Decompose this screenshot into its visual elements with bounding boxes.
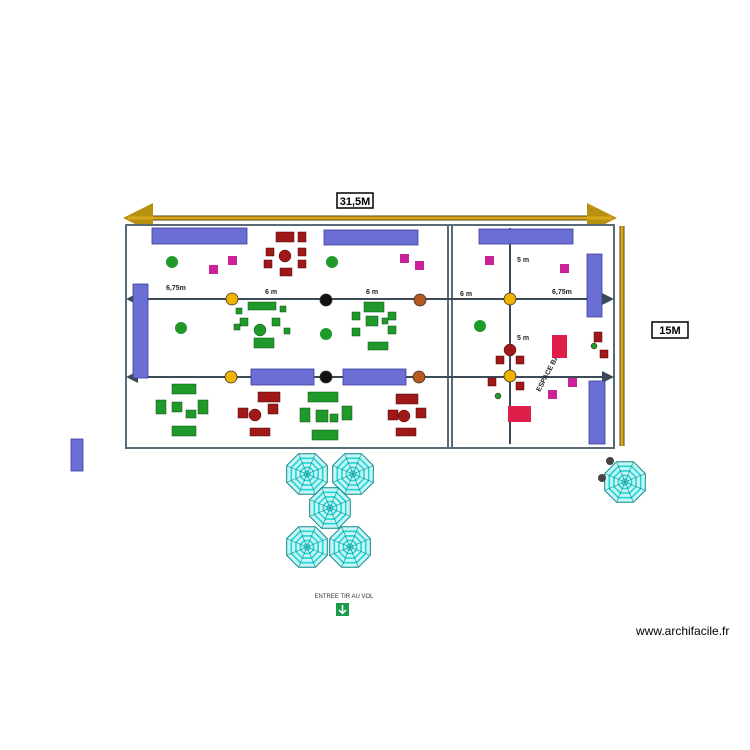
node-yellow: [503, 369, 517, 383]
spacing-left-outer: 6,75m: [166, 285, 186, 292]
node-black: [319, 370, 333, 384]
node-yellow: [224, 370, 238, 384]
magenta-item: [548, 390, 557, 399]
magenta-item: [228, 256, 237, 265]
magenta-item: [415, 261, 424, 270]
spacing-bottom-vertical: 5 m: [517, 335, 529, 342]
round-table: [175, 322, 187, 334]
round-table: [166, 256, 178, 268]
magenta-item: [485, 256, 494, 265]
magenta-item: [209, 265, 218, 274]
panel: [132, 283, 149, 379]
umbrella-icon: [329, 526, 371, 568]
magenta-items: [209, 254, 577, 399]
panel: [151, 227, 248, 245]
umbrella-icon: [604, 461, 646, 503]
node-brown: [412, 370, 426, 384]
green-round-tables: [166, 256, 486, 340]
green-furniture-cluster-2: [351, 301, 397, 351]
entrance: ENTREE TIR AU VOL: [315, 594, 375, 616]
spacing-right-outer: 6,75m: [552, 289, 572, 296]
umbrella-icon: [332, 453, 374, 495]
dimension-total-height: 15M: [619, 226, 689, 446]
green-furniture-cluster-1: [233, 301, 291, 349]
magenta-item: [400, 254, 409, 263]
dimension-total-width: 31,5M: [123, 192, 617, 233]
umbrella-icon: [286, 526, 328, 568]
umbrella-icon: [309, 487, 351, 529]
panel: [478, 228, 574, 245]
total-width-label: 31,5M: [340, 196, 371, 208]
circulation-nodes: [224, 292, 517, 384]
red-block: [508, 406, 531, 422]
spacing-top-vertical: 5 m: [517, 257, 529, 264]
red-furniture-cluster-2: [237, 391, 281, 437]
node-yellow: [225, 292, 239, 306]
round-table: [474, 320, 486, 332]
watermark: www.archifacile.fr: [636, 624, 730, 638]
panel: [323, 229, 419, 246]
spacing-right-inner: 6 m: [460, 291, 472, 298]
umbrellas: [286, 453, 646, 568]
round-table: [320, 328, 332, 340]
node-black: [319, 293, 333, 307]
panel: [342, 368, 407, 386]
node-brown: [413, 293, 427, 307]
round-table: [326, 256, 338, 268]
panel: [586, 253, 603, 318]
red-furniture-cluster-3: [387, 393, 427, 437]
red-block: [552, 335, 567, 358]
building-walls: [125, 224, 615, 449]
red-blocks: [508, 335, 567, 422]
node-yellow: [503, 292, 517, 306]
red-furniture-cluster-bar: [487, 331, 609, 400]
entrance-label: ENTREE TIR AU VOL: [315, 594, 375, 600]
panel: [250, 368, 315, 386]
spacing-center-right: 6 m: [366, 289, 378, 296]
total-height-label: 15M: [659, 325, 680, 337]
magenta-item: [568, 378, 577, 387]
red-furniture-cluster-1: [263, 231, 307, 277]
outdoor-chairs: [598, 457, 614, 482]
green-furniture-cluster-4: [299, 391, 353, 441]
green-furniture-cluster-3: [155, 383, 209, 437]
umbrella-icon: [286, 453, 328, 495]
panel: [588, 380, 606, 445]
magenta-item: [560, 264, 569, 273]
display-panels: [70, 227, 606, 472]
panel-outside: [70, 438, 84, 472]
spacing-center-left: 6 m: [265, 289, 277, 296]
